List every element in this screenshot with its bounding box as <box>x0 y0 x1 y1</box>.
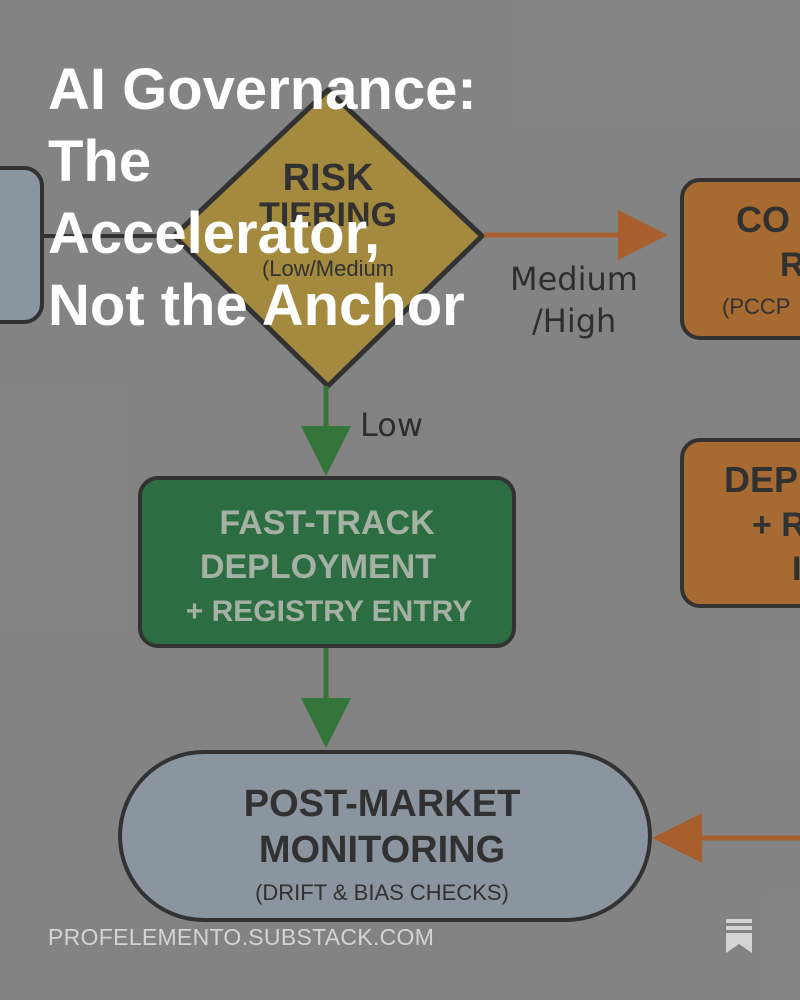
site-url[interactable]: PROFELEMENTO.SUBSTACK.COM <box>48 924 435 950</box>
fast-track-line-3: + REGISTRY ENTRY <box>186 595 472 628</box>
right-box-middle-line-1: DEP <box>724 459 798 500</box>
medium-high-label-line-2: /High <box>532 302 616 340</box>
title-line-1: AI Governance: <box>48 57 477 122</box>
bookmark-icon[interactable] <box>724 918 754 954</box>
title-line-4: Not the Anchor <box>48 273 465 338</box>
right-box-top <box>680 178 800 340</box>
right-box-top-sub-line: (PCCP <box>722 294 790 319</box>
title-line-2: The <box>48 129 152 194</box>
risk-tiering-line-1: RISK <box>283 157 374 199</box>
right-box-middle <box>680 438 800 608</box>
risk-tiering-line-2: TIERING <box>259 196 397 234</box>
left-process-box <box>0 166 44 324</box>
right-box-top-line-2: R <box>780 246 800 284</box>
monitoring-line-2: MONITORING <box>259 829 505 871</box>
fast-track-box <box>138 476 516 648</box>
medium-high-label-line-1: Medium <box>510 260 638 298</box>
title-line-3: Accelerator, <box>48 201 381 266</box>
monitoring-sub-line: (DRIFT & BIAS CHECKS) <box>255 880 509 905</box>
fast-track-line-1: FAST-TRACK <box>219 504 435 542</box>
post-title: AI Governance: The Accelerator, Not the … <box>48 54 568 342</box>
low-label: Low <box>360 406 423 444</box>
fast-track-line-2: DEPLOYMENT <box>200 548 436 586</box>
risk-tiering-sub-line: (Low/Medium <box>262 256 394 281</box>
right-box-middle-line-2: + R <box>752 506 800 544</box>
right-box-top-line-1: CO <box>736 199 790 240</box>
right-box-middle-line-3: I <box>792 550 800 588</box>
post-market-monitoring-box <box>118 750 652 922</box>
monitoring-line-1: POST-MARKET <box>244 783 521 825</box>
